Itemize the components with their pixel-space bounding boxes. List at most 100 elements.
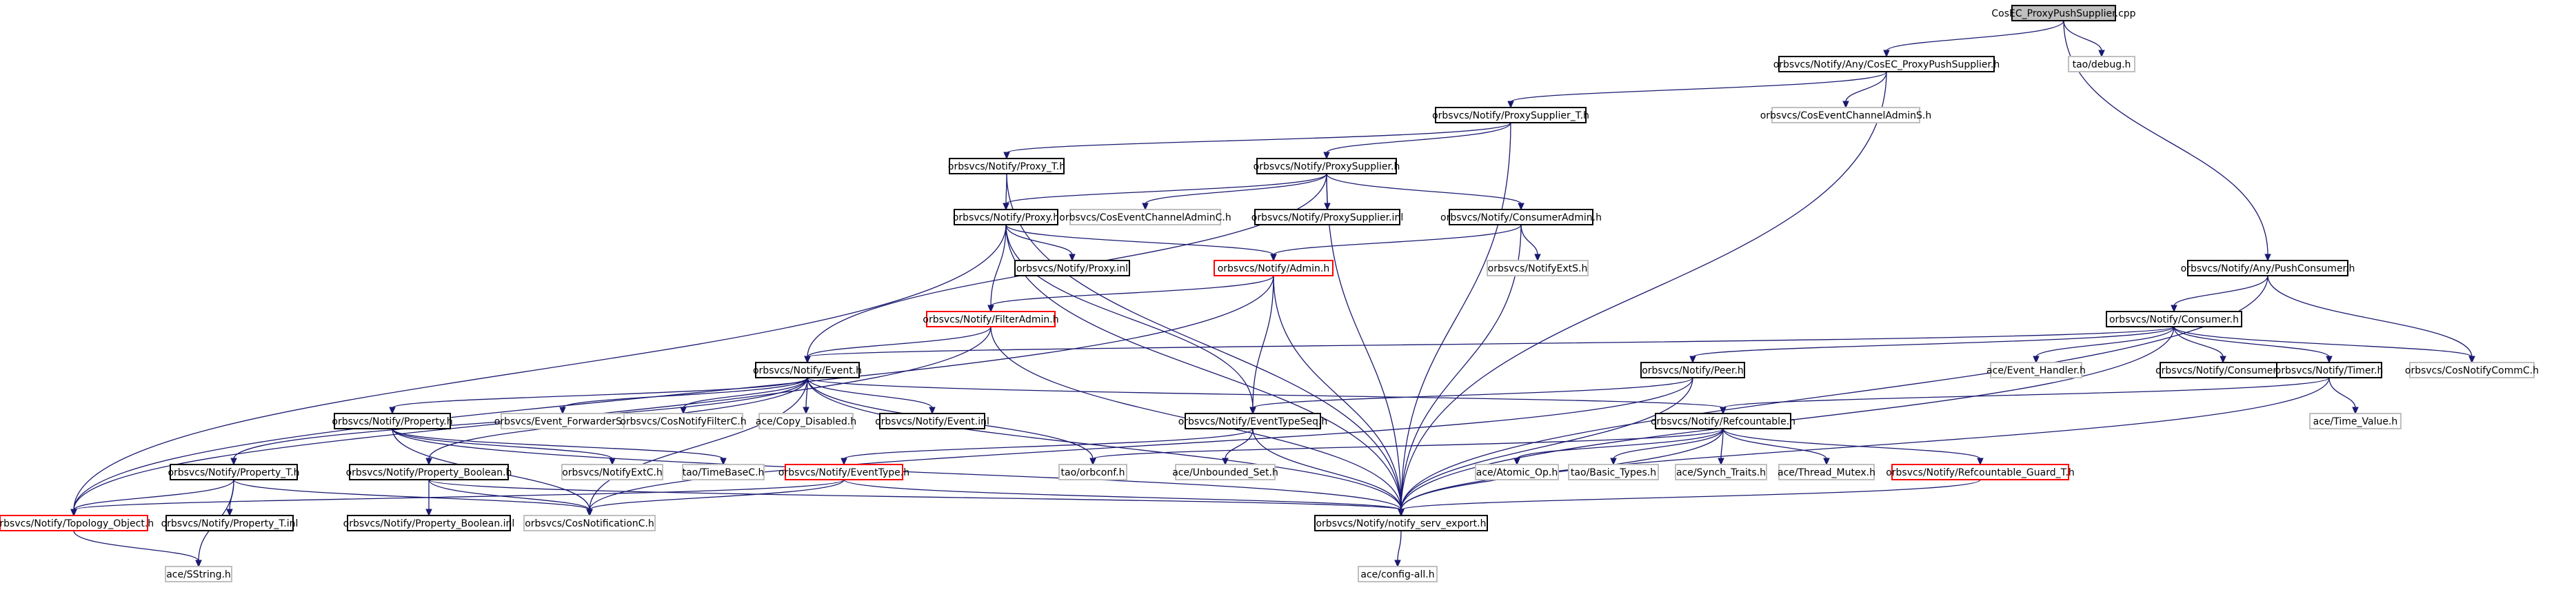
edge-arrowhead xyxy=(1270,254,1277,262)
node-label: orbsvcs/Notify/EventTypeSeq.h xyxy=(1178,416,1328,427)
edge-arrowhead xyxy=(929,407,936,415)
dependency-edge xyxy=(843,479,1402,511)
graph-node[interactable]: orbsvcs/Notify/Property_T.inl xyxy=(161,515,299,531)
edge-arrowhead xyxy=(2171,305,2177,313)
node-box xyxy=(1778,56,1995,72)
graph-node[interactable]: orbsvcs/Notify/Refcountable_Guard_T.h xyxy=(1886,464,2075,480)
graph-node[interactable]: orbsvcs/Notify/ProxySupplier_T.h xyxy=(1432,107,1589,123)
edge-arrowhead xyxy=(425,458,432,466)
graph-node[interactable]: orbsvcs/CosNotifyCommC.h xyxy=(2405,362,2539,378)
node-label: orbsvcs/Notify/Property_T.h xyxy=(168,467,299,478)
graph-node[interactable]: ace/Copy_Disabled.h xyxy=(756,413,856,429)
edge-arrowhead xyxy=(559,407,566,415)
graph-nodes: CosEC_ProxyPushSupplier.cpp orbsvcs/Notif… xyxy=(0,5,2539,582)
graph-node[interactable]: orbsvcs/Notify/Proxy.h xyxy=(953,209,1059,225)
node-box xyxy=(682,464,765,480)
edge-arrowhead xyxy=(987,305,994,313)
graph-node[interactable]: orbsvcs/Notify/Proxy_T.h xyxy=(948,158,1065,174)
graph-node[interactable]: orbsvcs/Notify/Event.h xyxy=(753,362,862,378)
graph-node[interactable]: orbsvcs/Notify/ConsumerAdmin.h xyxy=(1440,209,1602,225)
graph-node[interactable]: orbsvcs/CosEventChannelAdminS.h xyxy=(1760,107,1932,123)
graph-node[interactable]: ace/Event_Handler.h xyxy=(1986,362,2086,378)
graph-node[interactable]: CosEC_ProxyPushSupplier.cpp xyxy=(1991,5,2136,21)
dependency-edge xyxy=(1252,428,1402,511)
graph-node[interactable]: orbsvcs/Notify/Consumer.inl xyxy=(2155,362,2291,378)
dependency-edge xyxy=(683,377,808,409)
graph-node[interactable]: tao/TimeBaseC.h xyxy=(682,464,765,480)
graph-node[interactable]: orbsvcs/Notify/Property.h xyxy=(332,413,453,429)
graph-node[interactable]: ace/Atomic_Op.h xyxy=(1475,464,1559,480)
graph-node[interactable]: ace/Synch_Traits.h xyxy=(1675,464,1767,480)
graph-node[interactable]: ace/config-all.h xyxy=(1358,566,1438,582)
graph-node[interactable]: orbsvcs/Notify/Event.inl xyxy=(875,413,989,429)
graph-node[interactable]: orbsvcs/Notify/Consumer.h xyxy=(2106,311,2242,327)
edge-arrowhead xyxy=(1534,254,1541,262)
dependency-edge xyxy=(392,377,808,409)
graph-node[interactable]: orbsvcs/Notify/ProxySupplier.inl xyxy=(1251,209,1403,225)
graph-node[interactable]: orbsvcs/CosEventChannelAdminC.h xyxy=(1059,209,1231,225)
graph-node[interactable]: ace/SString.h xyxy=(165,566,232,582)
graph-node[interactable]: orbsvcs/CosNotifyFilterC.h xyxy=(620,413,747,429)
graph-node[interactable]: orbsvcs/Notify/Property_T.h xyxy=(168,464,300,480)
graph-node[interactable]: orbsvcs/NotifyExtS.h xyxy=(1487,260,1589,276)
node-label: orbsvcs/Notify/notify_serv_export.h xyxy=(1316,518,1486,529)
graph-node[interactable]: orbsvcs/CosNotificationC.h xyxy=(523,515,656,531)
dependency-edge xyxy=(1400,377,2330,511)
graph-node[interactable]: orbsvcs/Notify/Proxy.inl xyxy=(1014,260,1130,276)
dependency-edge xyxy=(428,479,1402,511)
graph-node[interactable]: orbsvcs/Notify/Property_Boolean.h xyxy=(346,464,512,480)
edge-arrowhead xyxy=(1513,458,1520,466)
graph-node[interactable]: orbsvcs/Notify/notify_serv_export.h xyxy=(1314,515,1488,531)
node-label: orbsvcs/Notify/Peer.h xyxy=(1642,365,1744,376)
node-box xyxy=(2409,362,2535,378)
graph-node[interactable]: orbsvcs/Notify/EventType.h xyxy=(778,464,909,480)
edge-arrowhead xyxy=(2033,356,2040,364)
dependency-edge xyxy=(1722,428,1827,460)
graph-node[interactable]: orbsvcs/Notify/Property_Boolean.inl xyxy=(343,515,515,531)
node-box xyxy=(1487,260,1589,276)
node-box xyxy=(1675,464,1767,480)
graph-node[interactable]: orbsvcs/Event_ForwarderS.h xyxy=(494,413,631,429)
graph-node[interactable]: orbsvcs/Notify/Admin.h xyxy=(1214,260,1334,276)
graph-node[interactable]: ace/Thread_Mutex.h xyxy=(1778,464,1875,480)
node-box xyxy=(2187,260,2348,276)
graph-node[interactable]: orbsvcs/NotifyExtC.h xyxy=(561,464,663,480)
node-label: ace/Synch_Traits.h xyxy=(1676,467,1766,478)
graph-node[interactable]: orbsvcs/Notify/Refcountable.h xyxy=(1651,413,1795,429)
edge-arrowhead xyxy=(803,407,809,415)
graph-node[interactable]: orbsvcs/Notify/Any/PushConsumer.h xyxy=(2181,260,2355,276)
node-box xyxy=(1771,107,1920,123)
node-label: orbsvcs/Notify/Timer.h xyxy=(2275,365,2384,376)
graph-node[interactable]: tao/orbconf.h xyxy=(1058,464,1127,480)
graph-node[interactable]: orbsvcs/Notify/Peer.h xyxy=(1640,362,1745,378)
graph-node[interactable]: ace/Unbounded_Set.h xyxy=(1172,464,1278,480)
graph-node[interactable]: tao/debug.h xyxy=(2068,56,2135,72)
dependency-edge xyxy=(589,377,808,511)
node-label: orbsvcs/Notify/Any/CosEC_ProxyPushSuppli… xyxy=(1773,59,2000,70)
dependency-edge xyxy=(428,479,590,511)
dependency-edge xyxy=(1400,479,1981,511)
graph-node[interactable]: orbsvcs/Notify/EventTypeSeq.h xyxy=(1178,413,1328,429)
node-box xyxy=(1449,209,1593,225)
dependency-edge xyxy=(807,326,2175,358)
node-label: ace/Event_Handler.h xyxy=(1986,365,2086,376)
node-box xyxy=(1185,413,1321,429)
graph-node[interactable]: orbsvcs/Notify/ProxySupplier.h xyxy=(1254,158,1400,174)
dependency-edge xyxy=(1613,428,1724,460)
node-label: orbsvcs/CosEventChannelAdminC.h xyxy=(1059,212,1231,223)
node-label: orbsvcs/Notify/ConsumerAdmin.h xyxy=(1440,212,1602,223)
graph-node[interactable]: ace/Time_Value.h xyxy=(2309,413,2402,429)
dependency-edge xyxy=(807,377,1402,511)
node-box xyxy=(165,515,294,531)
edge-arrowhead xyxy=(1507,101,1514,109)
graph-node[interactable]: tao/Basic_Types.h xyxy=(1568,464,1659,480)
edge-arrowhead xyxy=(1689,356,1696,364)
node-label: orbsvcs/Notify/Proxy.h xyxy=(953,212,1059,223)
node-label: orbsvcs/NotifyExtS.h xyxy=(1488,263,1588,274)
graph-node[interactable]: orbsvcs/Notify/Any/CosEC_ProxyPushSuppli… xyxy=(1773,56,2000,72)
graph-node[interactable]: orbsvcs/Notify/FilterAdmin.h xyxy=(923,311,1059,327)
dependency-edge xyxy=(73,479,845,511)
graph-node[interactable]: orbsvcs/Notify/Topology_Object.h xyxy=(0,515,154,531)
node-box xyxy=(1256,158,1397,174)
graph-node[interactable]: orbsvcs/Notify/Timer.h xyxy=(2275,362,2384,378)
